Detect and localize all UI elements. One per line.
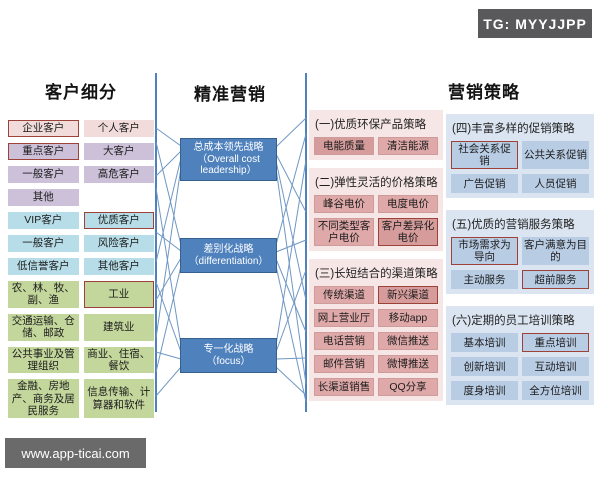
segmentation-title: 客户细分 [45, 83, 117, 102]
tactic-item: 广告促销 [451, 174, 518, 194]
tactic-item: 传统渠道 [314, 286, 374, 305]
segment-cell: 风险客户 [83, 235, 154, 252]
tactic-group: (四)丰富多样的促销策略社会关系促销公共关系促销广告促销人员促销 [446, 114, 594, 199]
segment-cell: VIP客户 [8, 212, 79, 229]
segment-cell: 金融、房地产、商务及居民服务 [8, 379, 79, 419]
segment-cell: 优质客户 [83, 212, 154, 229]
tactic-group: (一)优质环保产品策略电能质量清洁能源 [309, 110, 443, 160]
segment-cell: 公共事业及管理组织 [8, 346, 79, 374]
tactic-item: 电度电价 [378, 195, 438, 213]
tactic-group-title: (四)丰富多样的促销策略 [452, 123, 575, 135]
tactic-item: 邮件营销 [314, 355, 374, 374]
strategy-title: 精准营销 [194, 85, 266, 104]
tactic-items: 社会关系促销公共关系促销广告促销人员促销 [451, 141, 589, 194]
tactic-items: 市场需求为导向客户满意为目的主动服务超前服务 [451, 237, 589, 290]
tactic-group-title: (五)优质的营销服务策略 [452, 219, 575, 232]
segment-cell: 其他 [8, 189, 79, 206]
segment-cell: 建筑业 [83, 313, 154, 341]
tactics-pink-column: (一)优质环保产品策略电能质量清洁能源 (二)弹性灵活的价格策略峰谷电价电度电价不… [309, 110, 443, 409]
tactic-group-title: (三)长短结合的渠道策略 [315, 268, 438, 281]
tactic-group-title: (一)优质环保产品策略 [315, 119, 427, 131]
tactic-item: QQ分享 [378, 378, 438, 397]
tactic-item: 市场需求为导向 [451, 237, 518, 266]
tactic-items: 峰谷电价电度电价不同类型客户电价客户差异化电价 [314, 195, 438, 247]
strategy-box: 差别化战略（differentiation） [180, 238, 277, 273]
tactic-item: 长渠道销售 [314, 378, 374, 397]
tactic-group-title: (六)定期的员工培训策略 [452, 315, 575, 328]
segment-cell: 工业 [83, 281, 154, 308]
segment-cell: 商业、住宿、餐饮 [83, 346, 154, 374]
tactic-item: 不同类型客户电价 [314, 218, 374, 247]
tactic-item: 电能质量 [314, 137, 374, 155]
tactic-item: 人员促销 [522, 174, 589, 194]
tactic-item: 超前服务 [522, 270, 589, 290]
tactic-item: 新兴渠道 [378, 286, 438, 305]
tactic-item: 网上营业厅 [314, 309, 374, 328]
tactic-item: 微博推送 [378, 355, 438, 374]
segment-cell: 一般客户 [8, 235, 79, 252]
strategy-box: 专一化战略（focus） [180, 338, 277, 373]
tactic-item: 清洁能源 [378, 137, 438, 155]
segment-cell: 一般客户 [8, 166, 79, 183]
segment-cell: 交通运输、仓储、邮政 [8, 313, 79, 341]
segment-cell: 低信誉客户 [8, 258, 79, 275]
tactic-group: (二)弹性灵活的价格策略峰谷电价电度电价不同类型客户电价客户差异化电价 [309, 168, 443, 252]
segment-cell: 信息传输、计算器和软件 [83, 379, 154, 419]
segment-cell-empty [84, 189, 155, 206]
segment-cell: 高危客户 [83, 166, 154, 183]
tactic-group: (五)优质的营销服务策略市场需求为导向客户满意为目的主动服务超前服务 [446, 210, 594, 295]
tactic-item: 客户差异化电价 [378, 218, 438, 247]
tactic-item: 社会关系促销 [451, 141, 518, 170]
tactic-item: 度身培训 [451, 381, 518, 401]
segment-cell: 个人客户 [83, 120, 154, 137]
tactic-item: 主动服务 [451, 270, 518, 290]
segment-cell: 重点客户 [8, 143, 79, 160]
tactic-group-title: (二)弹性灵活的价格策略 [315, 177, 438, 189]
tactic-item: 电话营销 [314, 332, 374, 351]
segment-cell: 农、林、牧、副、渔 [8, 281, 79, 308]
tactic-item: 公共关系促销 [522, 141, 589, 170]
tactic-item: 重点培训 [522, 333, 589, 353]
tactic-item: 微信推送 [378, 332, 438, 351]
tactic-item: 峰谷电价 [314, 195, 374, 213]
tactic-items: 基本培训重点培训创新培训互动培训度身培训全方位培训 [451, 333, 589, 401]
tactic-item: 移动app [378, 309, 438, 328]
segment-cell: 其他客户 [83, 258, 154, 275]
tactic-group: (六)定期的员工培训策略基本培训重点培训创新培训互动培训度身培训全方位培训 [446, 306, 594, 406]
tactic-item: 客户满意为目的 [522, 237, 589, 266]
tactic-item: 创新培训 [451, 357, 518, 377]
tactic-item: 全方位培训 [522, 381, 589, 401]
tactic-item: 互动培训 [522, 357, 589, 377]
tactics-title: 营销策略 [448, 83, 520, 102]
tactics-blue-column: 营销策略 (四)丰富多样的促销策略社会关系促销公共关系促销广告促销人员促销 (五)… [446, 78, 594, 417]
tg-badge: TG: MYYJJPP [478, 9, 592, 38]
segment-cell: 大客户 [83, 143, 154, 160]
tactics-blue-groups: (四)丰富多样的促销策略社会关系促销公共关系促销广告促销人员促销 (五)优质的营销… [446, 114, 594, 406]
segment-cell: 企业客户 [8, 120, 79, 137]
tactic-item: 基本培训 [451, 333, 518, 353]
watermark-badge: www.app-ticai.com [5, 438, 146, 468]
tactic-items: 电能质量清洁能源 [314, 137, 438, 155]
strategy-box: 总成本领先战略（Overall cost leadership） [180, 138, 277, 181]
